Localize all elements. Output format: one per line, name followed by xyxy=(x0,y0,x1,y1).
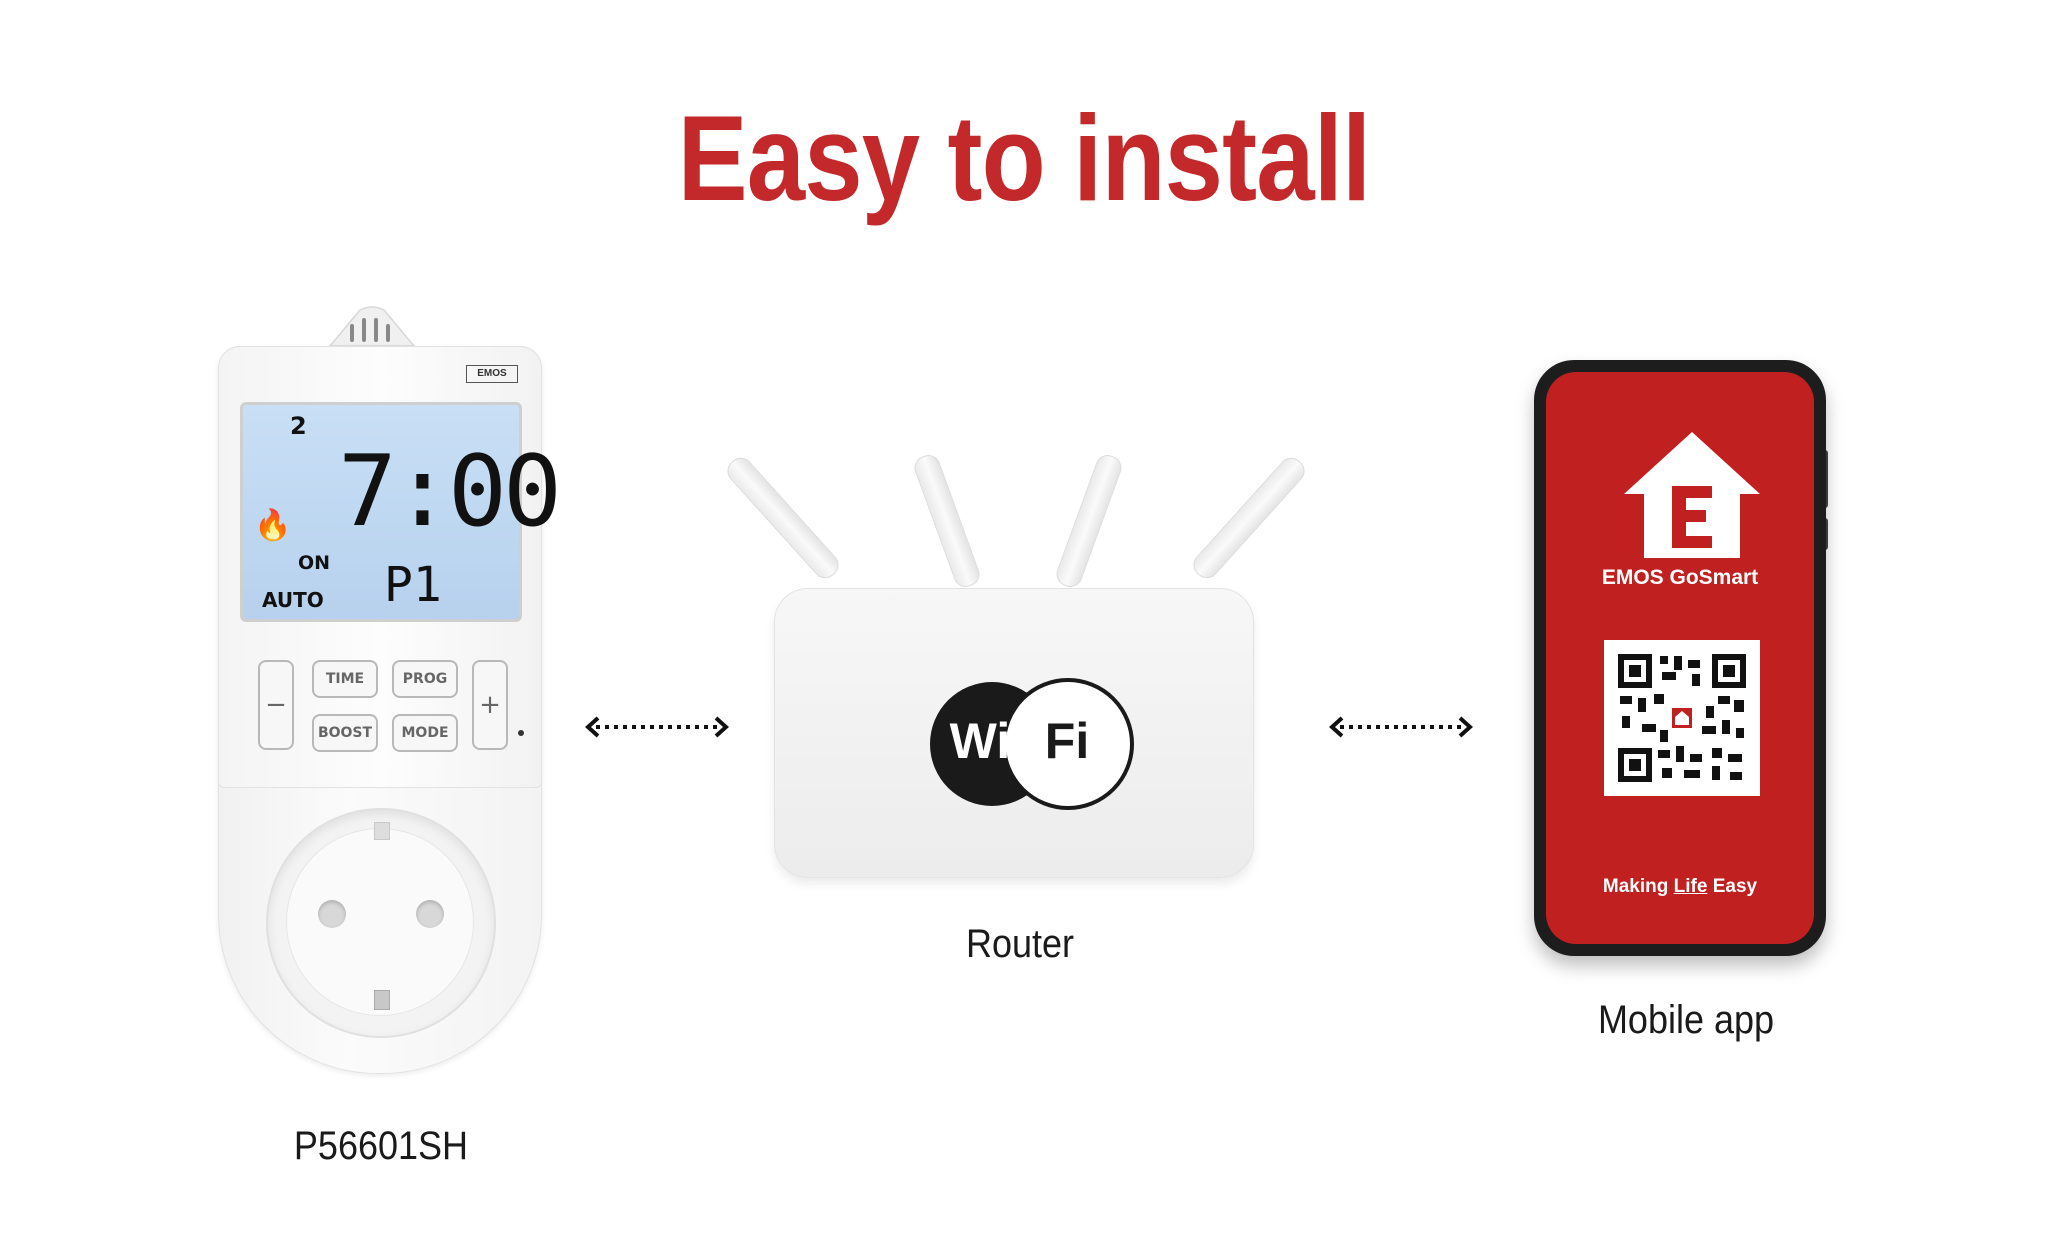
connection-arrow-left xyxy=(585,716,729,738)
socket-hole-right xyxy=(416,900,444,928)
tagline-easy: Easy xyxy=(1707,876,1758,897)
thermostat-sensor-vent xyxy=(329,306,415,346)
mode-button[interactable]: MODE xyxy=(392,714,458,752)
phone-caption: Mobile app xyxy=(1597,998,1775,1042)
thermostat-caption: P56601SH xyxy=(293,1124,469,1168)
lcd-program-number: 2 xyxy=(290,412,307,440)
qr-code-pattern xyxy=(1618,654,1746,782)
emos-gosmart-house-icon xyxy=(1624,432,1760,558)
lcd-state: ON xyxy=(298,552,331,574)
wifi-logo-fi: Fi xyxy=(1044,713,1090,769)
app-name: EMOS GoSmart xyxy=(1601,566,1759,589)
lcd-mode: AUTO xyxy=(262,588,324,612)
router-caption: Router xyxy=(965,922,1075,966)
tagline-life: Life xyxy=(1673,876,1708,897)
router-antenna-1 xyxy=(722,452,844,584)
connection-arrow-right xyxy=(1329,716,1473,738)
wifi-logo-wi: Wi xyxy=(949,713,1011,769)
prog-button[interactable]: PROG xyxy=(392,660,458,698)
flame-icon: 🔥 xyxy=(254,509,292,542)
thermostat-lcd xyxy=(240,402,522,622)
boost-button[interactable]: BOOST xyxy=(312,714,378,752)
time-button[interactable]: TIME xyxy=(312,660,378,698)
router-antenna-2 xyxy=(911,451,983,591)
socket-earth-clip-bottom xyxy=(374,990,390,1010)
socket-hole-left xyxy=(318,900,346,928)
tagline-making: Making xyxy=(1602,876,1674,897)
page-title: Easy to install xyxy=(677,90,1372,226)
socket-earth-clip-top xyxy=(374,822,390,840)
router-antenna-4 xyxy=(1188,452,1310,584)
emos-logo: EMOS xyxy=(466,365,518,383)
minus-button[interactable]: − xyxy=(258,660,294,750)
lcd-time: 7:00 xyxy=(338,435,562,549)
app-tagline: Making Life Easy xyxy=(1560,876,1800,898)
router-antenna-3 xyxy=(1053,451,1125,591)
wifi-logo-right-circle xyxy=(1002,678,1134,810)
power-socket-face xyxy=(286,828,474,1016)
lcd-program: P1 xyxy=(384,557,442,613)
led-indicator xyxy=(518,730,524,736)
plus-button[interactable]: + xyxy=(472,660,508,750)
